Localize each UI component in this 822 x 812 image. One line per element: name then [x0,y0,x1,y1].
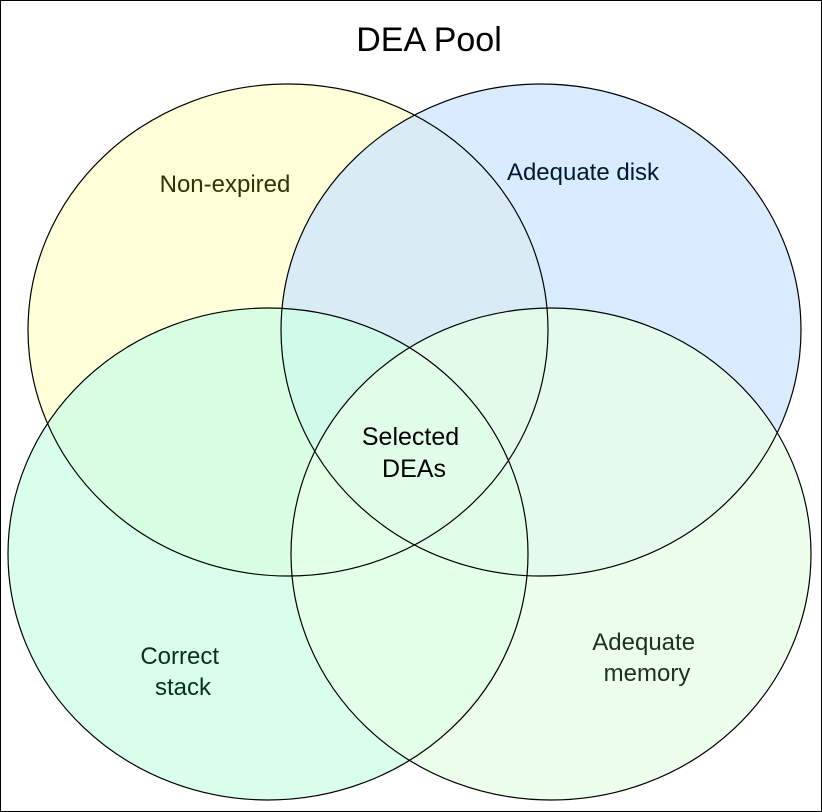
set-label-non-expired: Non-expired [160,171,291,198]
intersection-label: Selected DEAs [362,423,466,483]
set-label-correct-stack-line-2: stack [155,674,212,701]
set-fill-adequate-memory [291,308,811,800]
intersection-label-line-2: DEAs [382,455,446,483]
set-label-adequate-memory: Adequate memory [592,629,701,687]
diagram-title: DEA Pool [356,21,502,59]
set-label-correct-stack-line-1: Correct [140,643,219,670]
venn-fills [8,84,811,800]
intersection-label-line-1: Selected [362,423,459,451]
set-label-correct-stack: Correct stack [140,643,225,701]
set-outline-correct-stack [7,307,529,801]
set-label-adequate-memory-line-2: memory [604,660,691,687]
venn-outlines [7,83,812,801]
set-outline-adequate-memory [290,307,812,801]
set-outline-non-expired [27,83,549,577]
set-label-adequate-disk: Adequate disk [507,159,660,186]
set-label-adequate-memory-line-1: Adequate [592,629,695,656]
set-outline-adequate-disk [280,83,802,577]
